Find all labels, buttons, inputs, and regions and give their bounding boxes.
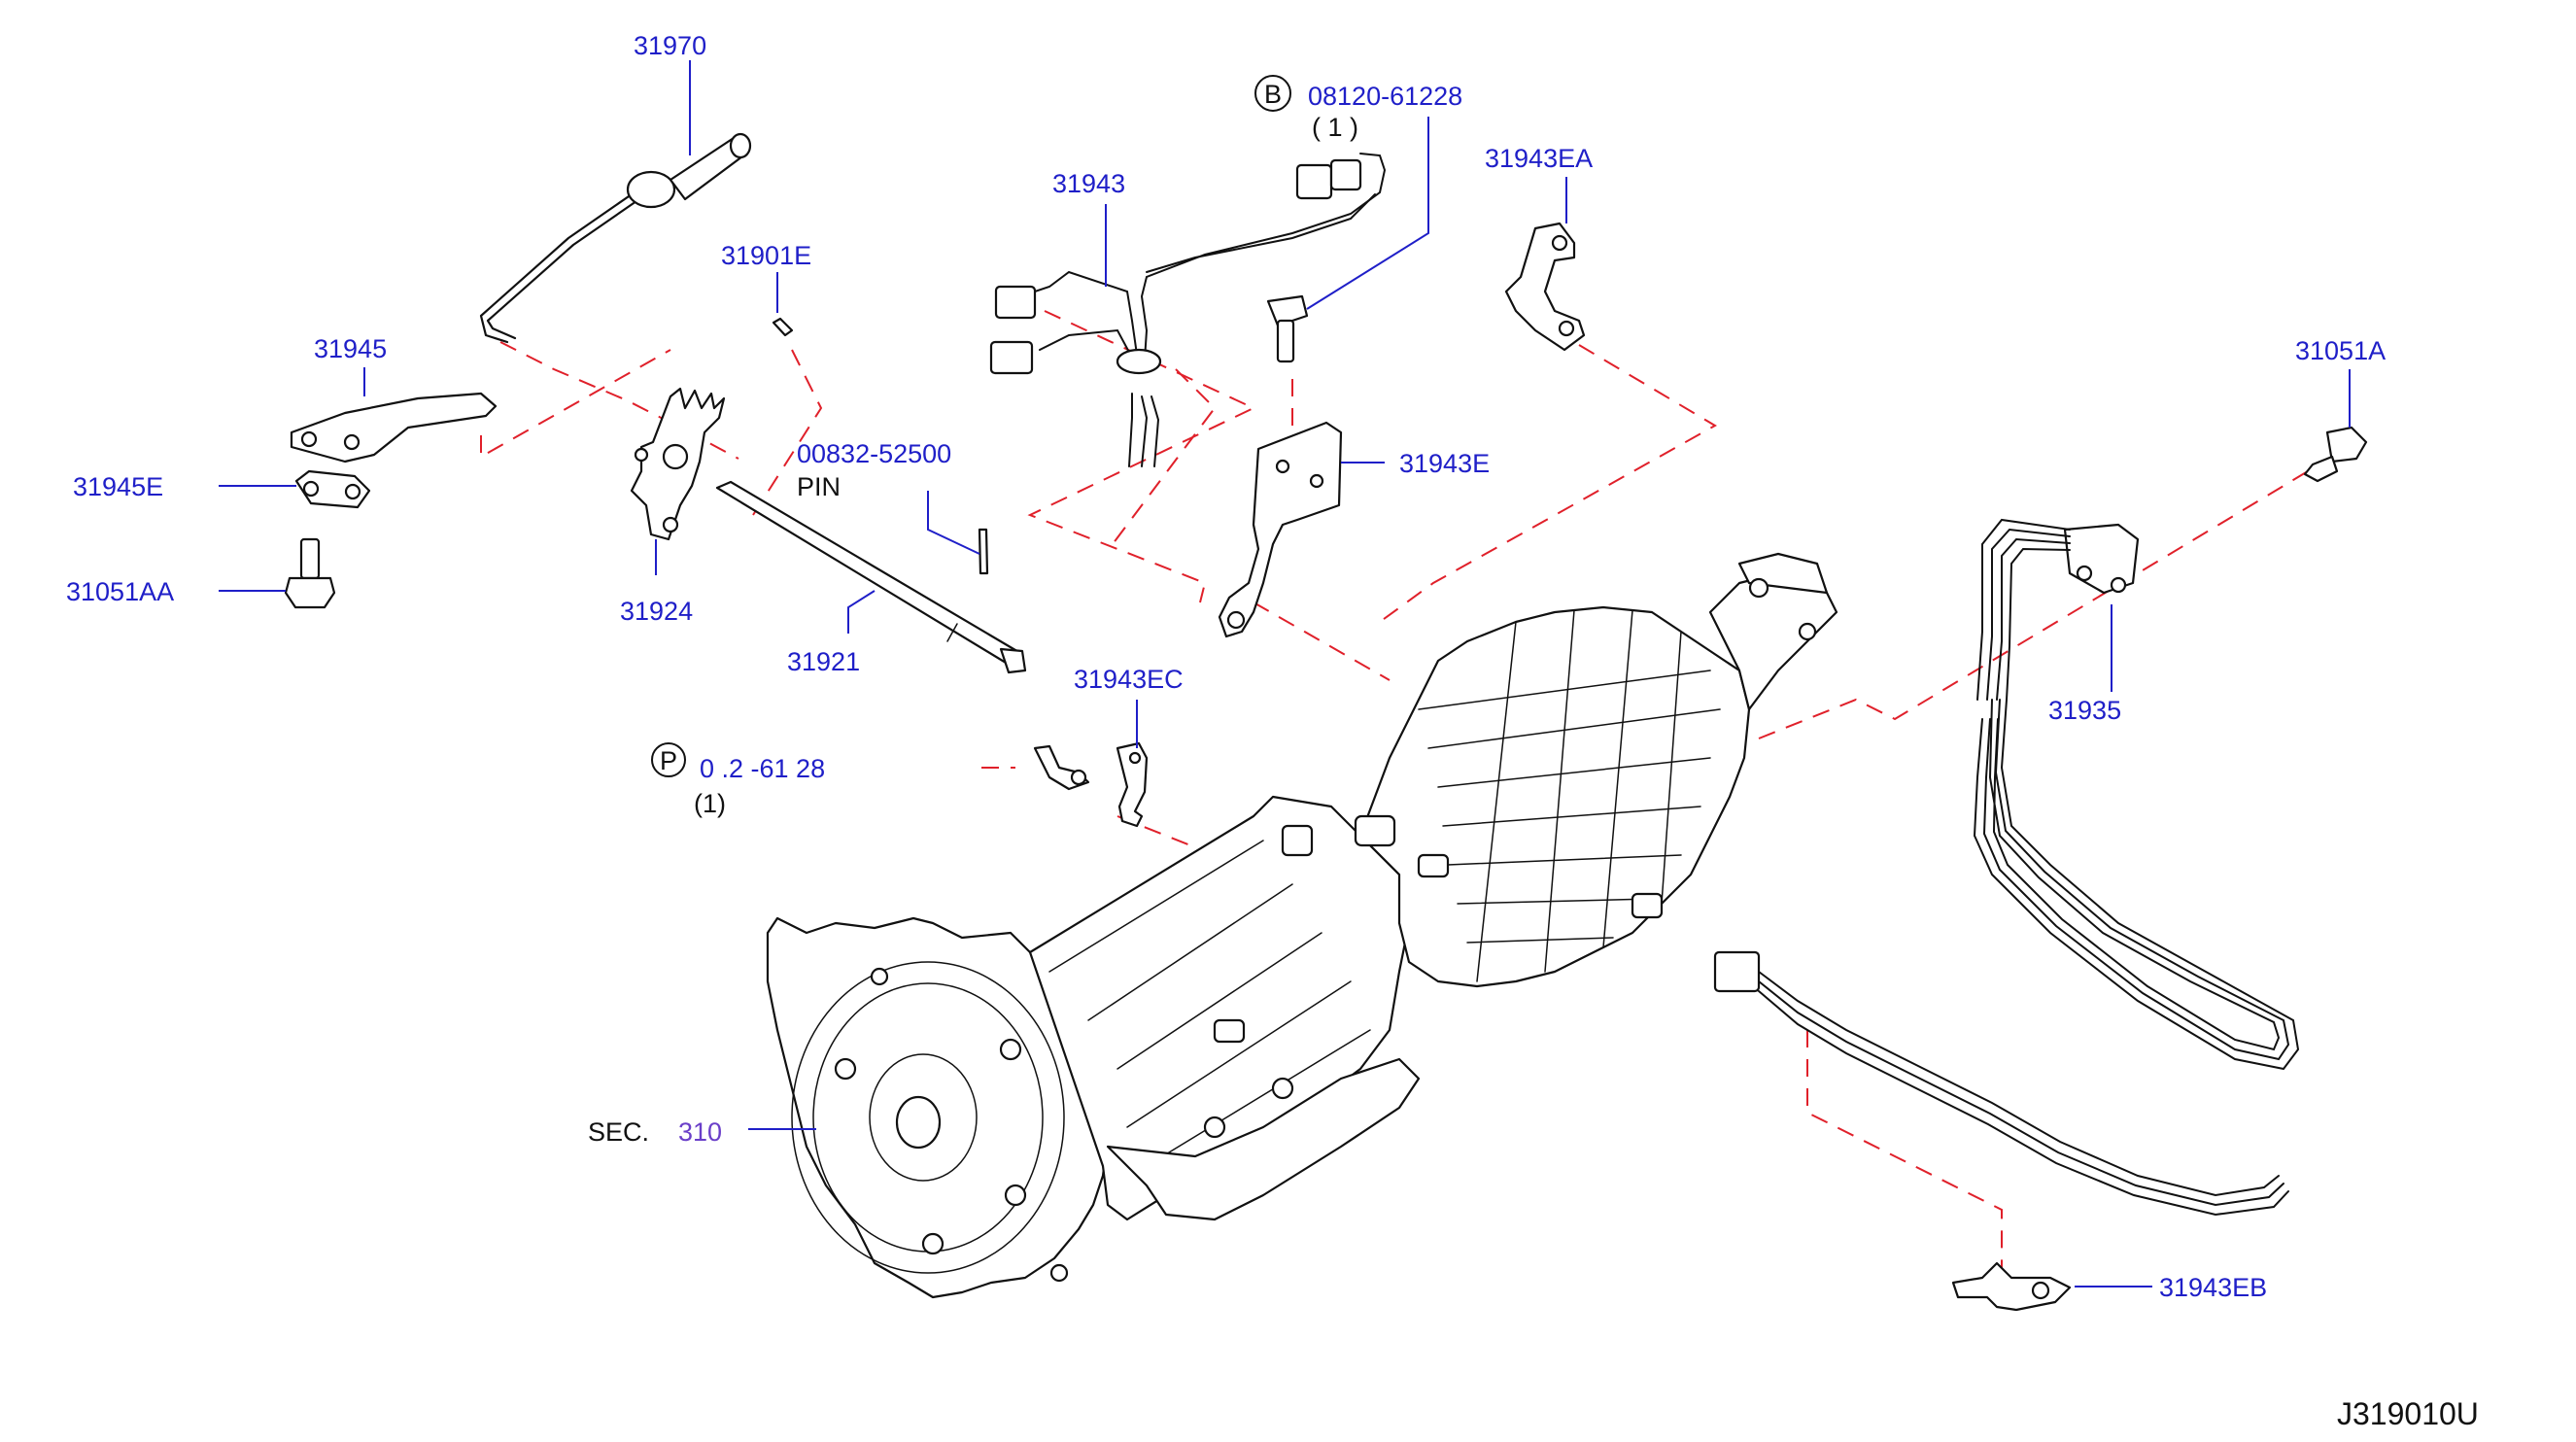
part-31901e-pin [772, 317, 794, 337]
part-31943ea-bracket [1504, 222, 1586, 352]
part-31943e-bracket [1218, 421, 1343, 638]
part-31945e-washer [294, 469, 371, 509]
label-08120-61228: 08120-61228 [1308, 82, 1462, 111]
part-p-bolt [1033, 744, 1090, 791]
label-31921: 31921 [787, 647, 860, 676]
badge-b-circle [1254, 75, 1291, 112]
section-ref-number[interactable]: 310 [678, 1117, 722, 1147]
label-31943eb: 31943EB [2159, 1273, 2267, 1302]
label-p-bolt-number: 0 .2 -61 28 [700, 754, 825, 783]
label-31970: 31970 [634, 31, 706, 60]
assembly-dash-lines [480, 310, 2309, 1297]
leader-lines [219, 60, 2351, 1288]
section-ref-prefix: SEC. [588, 1117, 649, 1147]
label-31051aa: 31051AA [66, 577, 174, 606]
part-31943eb-clip [1951, 1261, 2072, 1312]
part-31924-manual-plate [630, 387, 726, 541]
label-00832-52500: 00832-52500 [797, 439, 951, 468]
transmission-assembly-drawing [766, 552, 1838, 1299]
label-31051a: 31051A [2295, 336, 2386, 365]
part-31051a-bolt [2303, 426, 2368, 483]
label-31901e: 31901E [721, 241, 811, 270]
label-p-bolt-qty: (1) [694, 789, 726, 818]
part-31921-shaft [715, 480, 1027, 674]
part-31051aa-bolt [284, 537, 336, 609]
label-31943e: 31943E [1399, 449, 1490, 478]
part-00832-pin [978, 528, 989, 575]
label-31945: 31945 [314, 334, 387, 363]
part-31945-bracket [290, 392, 498, 464]
part-labels: 31970 31901E 31945 31945E 31051AA 31924 … [66, 31, 2479, 1431]
label-31943ea: 31943EA [1485, 144, 1593, 173]
part-08120-bolt [1266, 294, 1309, 363]
label-31935: 31935 [2048, 696, 2121, 725]
label-31943ec: 31943EC [1074, 665, 1184, 694]
label-31945e: 31945E [73, 472, 163, 501]
badge-b-letter: B [1264, 80, 1282, 109]
label-31924: 31924 [620, 597, 693, 626]
part-31935-sensor-harness [1713, 518, 2300, 1217]
label-31943: 31943 [1052, 169, 1125, 198]
part-31943ec-bracket [1116, 741, 1149, 828]
label-pin-note: PIN [797, 472, 841, 501]
label-08120-qty: ( 1 ) [1312, 113, 1358, 142]
part-31943-wire-harness [989, 153, 1387, 467]
badge-p-circle [651, 742, 686, 777]
badge-p-letter: P [660, 746, 677, 775]
drawing-code: J319010U [2337, 1396, 2479, 1431]
part-31970-control-rod [479, 132, 752, 344]
